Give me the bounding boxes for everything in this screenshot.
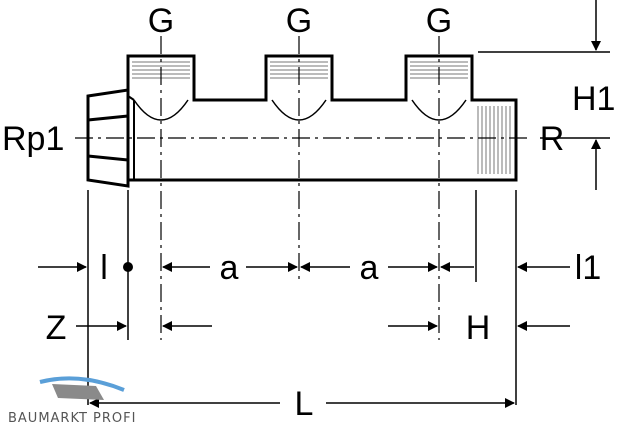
center-lines xyxy=(75,36,530,340)
label-outlet-1: G xyxy=(148,2,174,40)
manifold-body xyxy=(86,54,518,188)
label-dim-a-1: a xyxy=(220,249,239,287)
label-dim-z: Z xyxy=(46,309,67,347)
dimension-row-1 xyxy=(38,262,570,272)
label-outlet-2: G xyxy=(286,2,312,40)
label-dim-total-length: L xyxy=(295,385,314,423)
label-height-1: H1 xyxy=(572,80,615,118)
label-outlet-3: G xyxy=(426,2,452,40)
watermark-logo xyxy=(39,376,125,400)
label-dim-h: H xyxy=(466,309,491,347)
outlet-bores xyxy=(133,99,467,121)
extension-lines xyxy=(87,51,610,405)
label-dim-l: l xyxy=(100,249,108,287)
label-dim-l1: l1 xyxy=(575,249,601,287)
label-outlet-thread: R xyxy=(540,120,565,158)
watermark-text: BAUMARKT PROFI xyxy=(8,411,136,425)
label-dim-a-2: a xyxy=(360,249,379,287)
label-inlet-thread: Rp1 xyxy=(2,120,64,158)
